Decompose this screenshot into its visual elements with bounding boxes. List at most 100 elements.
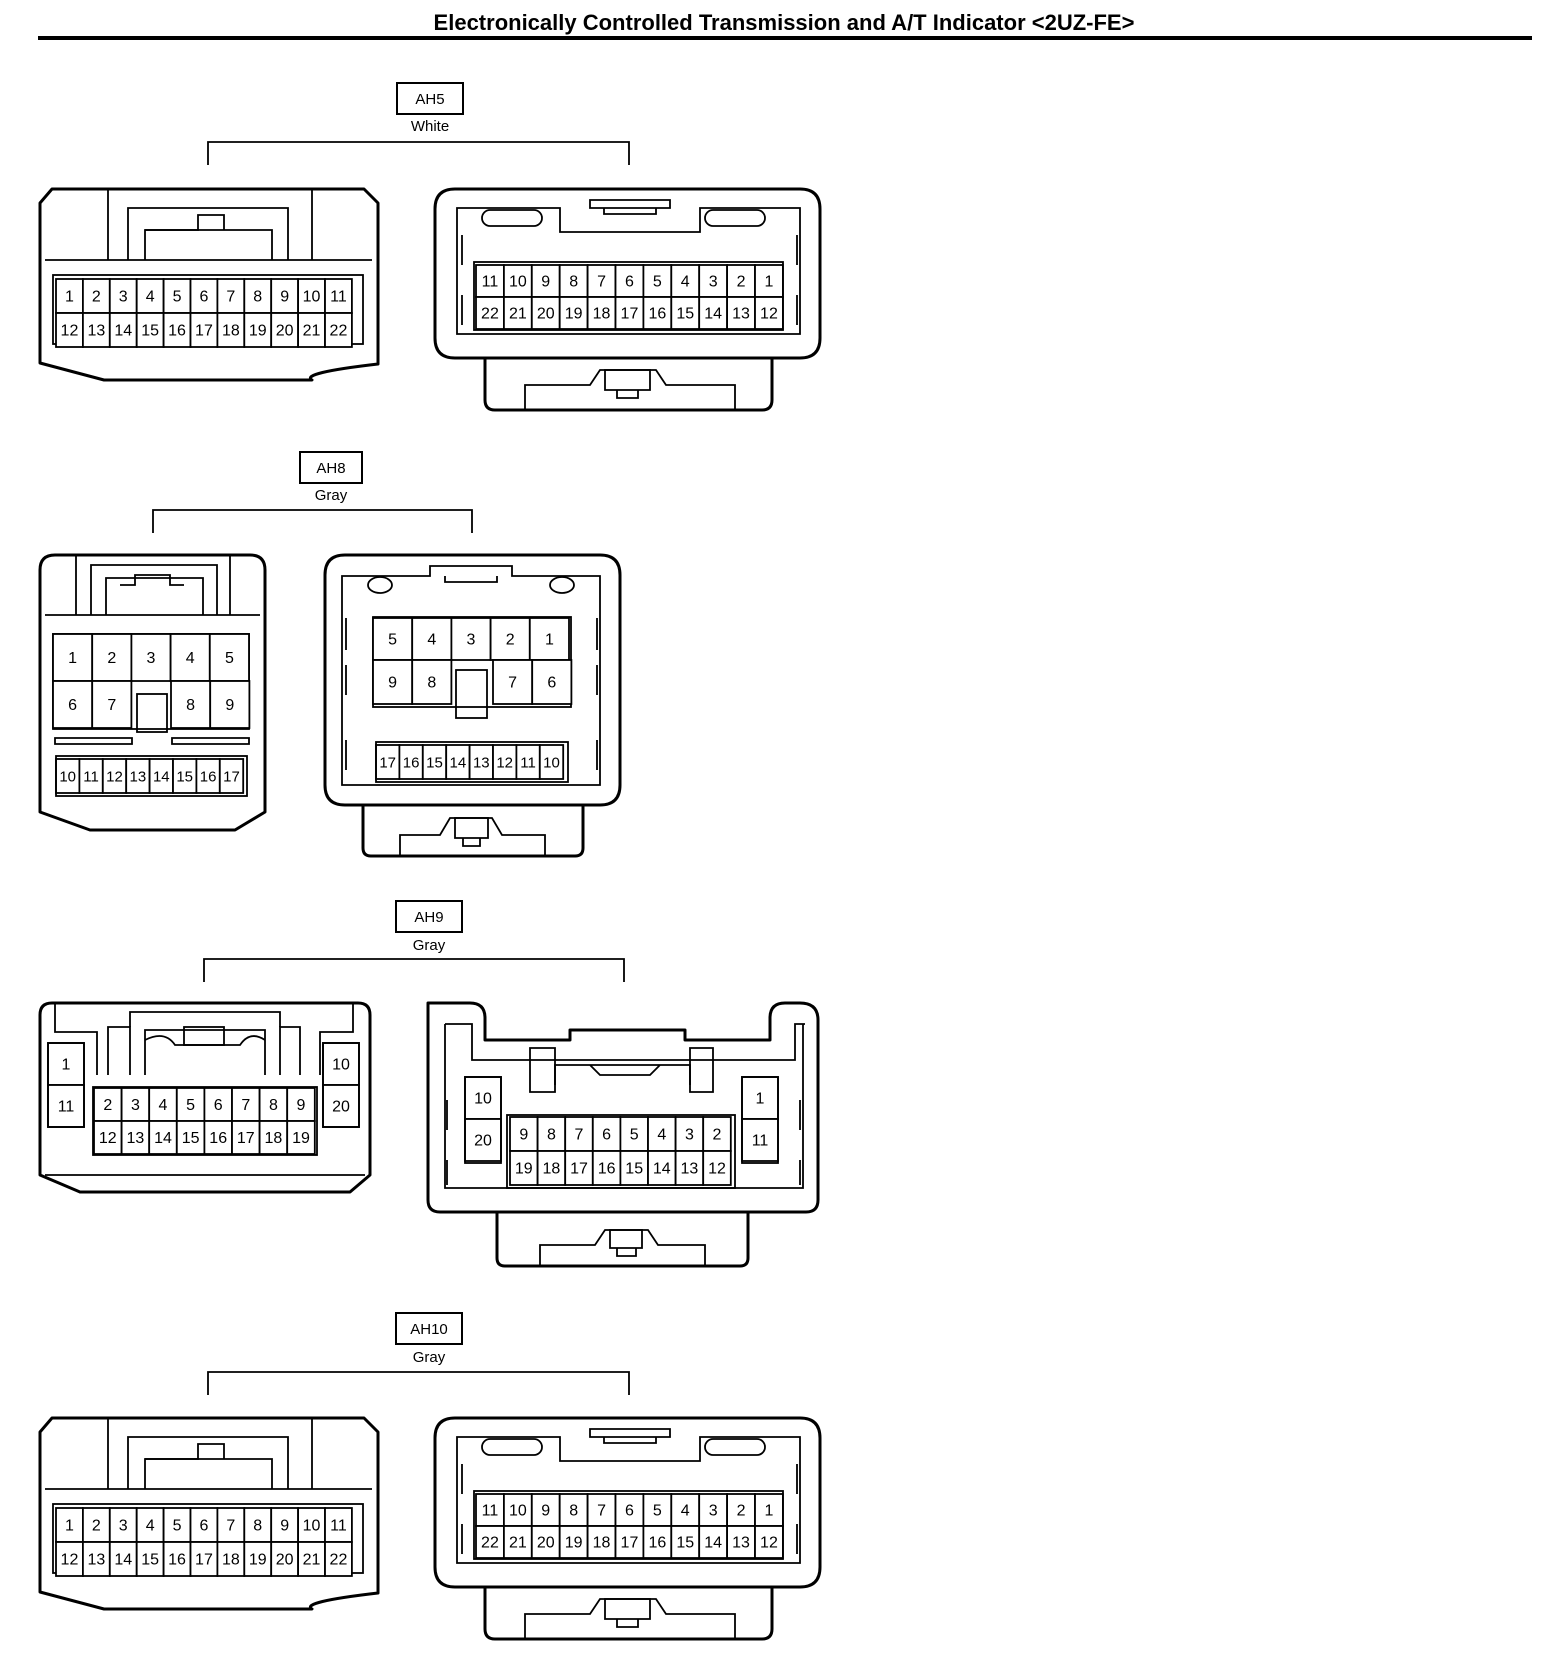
pin-number: 11	[482, 274, 499, 291]
pin-number: 7	[575, 1127, 584, 1144]
pin-number: 20	[474, 1133, 492, 1150]
pin-cell	[591, 1150, 622, 1186]
pin-cell	[216, 1541, 246, 1577]
pin-number: 12	[760, 306, 778, 323]
pin-number: 12	[61, 1552, 79, 1569]
pin-cell	[642, 1525, 673, 1559]
pin-number: 10	[59, 769, 76, 786]
pin-number: 15	[426, 755, 443, 772]
pin-number: 8	[269, 1097, 278, 1114]
pin-number: 3	[467, 632, 476, 649]
connector-color: Gray	[413, 1349, 446, 1366]
pin-number: 14	[114, 1552, 132, 1569]
pin-number: 17	[195, 1552, 213, 1569]
pin-number: 15	[676, 1535, 694, 1552]
pin-cell	[674, 1150, 705, 1186]
connector-bracket	[152, 509, 473, 533]
pin-number: 14	[704, 1535, 722, 1552]
pin-number: 12	[106, 769, 123, 786]
pin-cell	[489, 617, 531, 661]
pin-cell	[741, 1118, 779, 1162]
pin-number: 15	[182, 1130, 200, 1147]
connector-code: AH5	[415, 91, 444, 108]
pin-number: 9	[280, 289, 289, 306]
pin-number: 20	[276, 323, 294, 340]
pin-number: 16	[168, 1552, 186, 1569]
pin-cell	[475, 1525, 505, 1559]
pin-number: 6	[625, 274, 634, 291]
pin-number: 13	[732, 1535, 750, 1552]
pin-cell	[162, 312, 192, 348]
pin-cell	[148, 1120, 178, 1155]
pin-number: 14	[154, 1130, 172, 1147]
pin-number: 10	[509, 274, 527, 291]
pin-number: 11	[83, 769, 99, 786]
pin-cell	[530, 1525, 561, 1559]
pin-cell	[162, 278, 192, 314]
pin-number: 8	[253, 289, 262, 306]
pin-cell	[297, 1507, 326, 1543]
pin-number: 2	[737, 274, 746, 291]
pin-number: 12	[496, 755, 513, 772]
pin-number: 4	[186, 650, 195, 667]
pin-number: 18	[222, 323, 240, 340]
pin-cell	[297, 312, 326, 348]
pin-cell	[258, 1120, 289, 1155]
pin-cell	[698, 296, 729, 330]
pin-number: 16	[403, 755, 420, 772]
pin-cell	[218, 758, 245, 794]
pin-number: 7	[508, 675, 517, 692]
pin-number: 13	[87, 323, 105, 340]
pin-cell	[614, 1493, 645, 1527]
pin-number: 19	[565, 306, 583, 323]
pin-number: 21	[509, 1535, 527, 1552]
connector-code: AH9	[414, 909, 443, 926]
pin-number: 3	[131, 1097, 140, 1114]
pin-number: 5	[173, 1518, 182, 1535]
connector-code-box	[395, 900, 463, 933]
pin-cell	[189, 1507, 219, 1543]
pin-number: 5	[630, 1127, 639, 1144]
pin-cell	[475, 1493, 505, 1527]
pin-number: 3	[119, 289, 128, 306]
pin-number: 19	[249, 1552, 267, 1569]
pin-number: 17	[621, 306, 639, 323]
pin-cell	[586, 296, 617, 330]
pin-cell	[108, 1507, 138, 1543]
pin-number: 18	[593, 306, 611, 323]
pin-number: 1	[62, 1057, 71, 1074]
pin-number: 9	[280, 1518, 289, 1535]
pin-number: 18	[265, 1130, 283, 1147]
pin-cell	[411, 659, 453, 705]
pin-number: 2	[92, 289, 101, 306]
connector-code: AH8	[316, 460, 345, 477]
pin-number: 5	[653, 1503, 662, 1520]
pin-number: 9	[225, 697, 234, 714]
pin-number: 2	[737, 1503, 746, 1520]
pin-number: 2	[506, 632, 515, 649]
pin-cell	[502, 1493, 533, 1527]
pin-number: 13	[87, 1552, 105, 1569]
pin-number: 21	[303, 323, 321, 340]
pin-number: 16	[209, 1130, 227, 1147]
pin-number: 5	[173, 289, 182, 306]
pin-number: 1	[68, 650, 77, 667]
pin-number: 10	[509, 1503, 527, 1520]
pin-cell	[82, 1541, 111, 1577]
pin-number: 7	[226, 289, 235, 306]
pin-number: 17	[621, 1535, 639, 1552]
pin-cell	[754, 296, 784, 330]
pin-cell	[411, 617, 453, 661]
pin-number: 1	[764, 1503, 773, 1520]
pin-cell	[492, 659, 534, 705]
pin-cell	[209, 680, 251, 729]
pin-number: 11	[752, 1133, 769, 1150]
pin-number: 17	[195, 323, 213, 340]
pin-cell	[258, 1087, 289, 1122]
pin-number: 15	[625, 1161, 643, 1178]
connector-label-ah9: AH9 Gray	[203, 900, 625, 982]
